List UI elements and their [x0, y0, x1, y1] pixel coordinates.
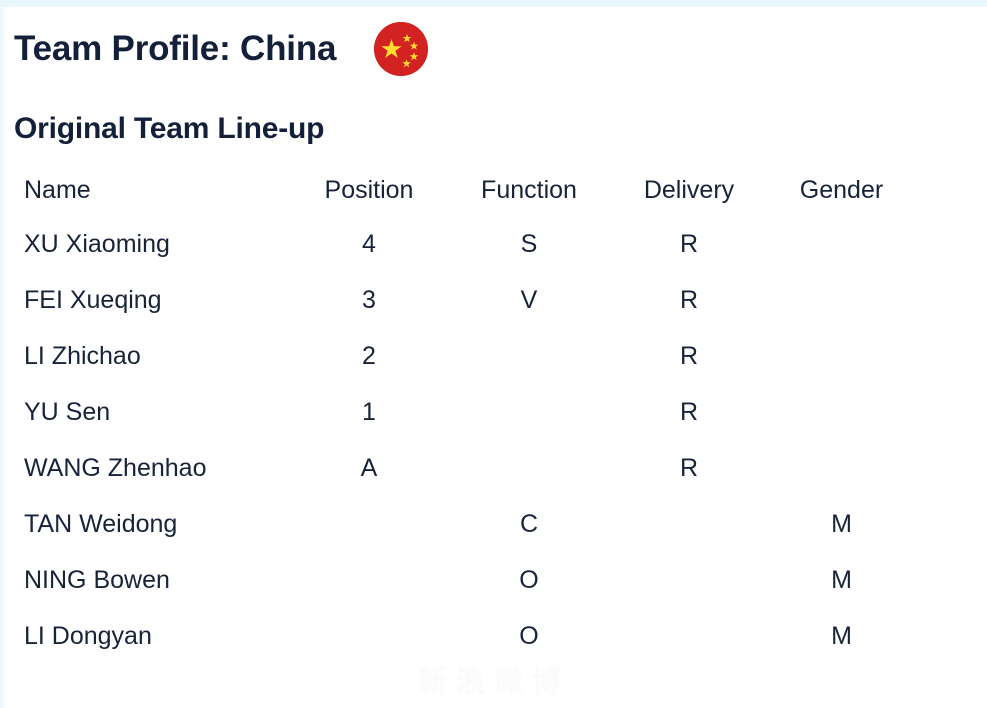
cell-function: S [520, 229, 538, 258]
cell-function [449, 384, 609, 440]
table-row: TAN Weidong C M [14, 496, 914, 552]
cell-name: NING Bowen [24, 565, 170, 594]
cell-name: LI Zhichao [24, 341, 141, 370]
cell-gender [769, 216, 914, 272]
cell-position: A [360, 453, 378, 482]
cell-position [289, 496, 449, 552]
cell-position: 3 [362, 285, 376, 314]
cell-position: 1 [362, 397, 376, 426]
cell-gender: M [831, 509, 852, 538]
cell-gender: M [831, 621, 852, 650]
cell-delivery [609, 608, 769, 664]
column-header-gender: Gender [799, 175, 884, 204]
cell-delivery: R [679, 229, 699, 258]
china-flag-circle-icon [374, 22, 429, 76]
cell-gender [769, 384, 914, 440]
cell-position: 4 [362, 229, 376, 258]
team-lineup-table: Name Position Function Delivery Gender X… [14, 164, 914, 664]
table-body: XU Xiaoming 4 S R FEI Xueqing 3 V R LI Z… [14, 216, 914, 664]
section-heading-original-team-lineup: Original Team Line-up [14, 112, 325, 145]
cell-position: 2 [362, 341, 376, 370]
cell-position [289, 552, 449, 608]
table-row: LI Dongyan O M [14, 608, 914, 664]
table-row: FEI Xueqing 3 V R [14, 272, 914, 328]
cell-function: V [520, 285, 538, 314]
left-edge-tint [0, 7, 7, 708]
table-header-row: Name Position Function Delivery Gender [14, 164, 914, 216]
cell-delivery: R [679, 397, 699, 426]
cell-delivery [609, 552, 769, 608]
cell-function: O [519, 621, 539, 650]
cell-name: WANG Zhenhao [24, 453, 207, 482]
cell-function: C [519, 509, 539, 538]
table-row: XU Xiaoming 4 S R [14, 216, 914, 272]
header: Team Profile: China [14, 0, 987, 86]
cell-gender [769, 440, 914, 496]
table-header: Name Position Function Delivery Gender [14, 164, 914, 216]
cell-function [449, 440, 609, 496]
cell-function: O [519, 565, 539, 594]
cell-gender [769, 328, 914, 384]
page-container: Team Profile: China Original Team Line-u… [14, 0, 987, 664]
column-header-name: Name [24, 175, 91, 204]
cell-gender [769, 272, 914, 328]
cell-name: TAN Weidong [24, 509, 178, 538]
cell-name: XU Xiaoming [24, 229, 170, 258]
table-row: LI Zhichao 2 R [14, 328, 914, 384]
column-header-position: Position [324, 175, 414, 204]
table-row: NING Bowen O M [14, 552, 914, 608]
cell-delivery: R [679, 341, 699, 370]
table-row: WANG Zhenhao A R [14, 440, 914, 496]
cell-gender: M [831, 565, 852, 594]
cell-delivery [609, 496, 769, 552]
cell-position [289, 608, 449, 664]
column-header-function: Function [481, 175, 577, 204]
cell-name: FEI Xueqing [24, 285, 162, 314]
column-header-delivery: Delivery [643, 175, 735, 204]
top-edge-tint [0, 0, 987, 7]
table-row: YU Sen 1 R [14, 384, 914, 440]
page-title: Team Profile: China [14, 29, 337, 68]
cell-name: LI Dongyan [24, 621, 152, 650]
cell-delivery: R [679, 453, 699, 482]
cell-name: YU Sen [24, 397, 111, 426]
cell-function [449, 328, 609, 384]
cell-delivery: R [679, 285, 699, 314]
